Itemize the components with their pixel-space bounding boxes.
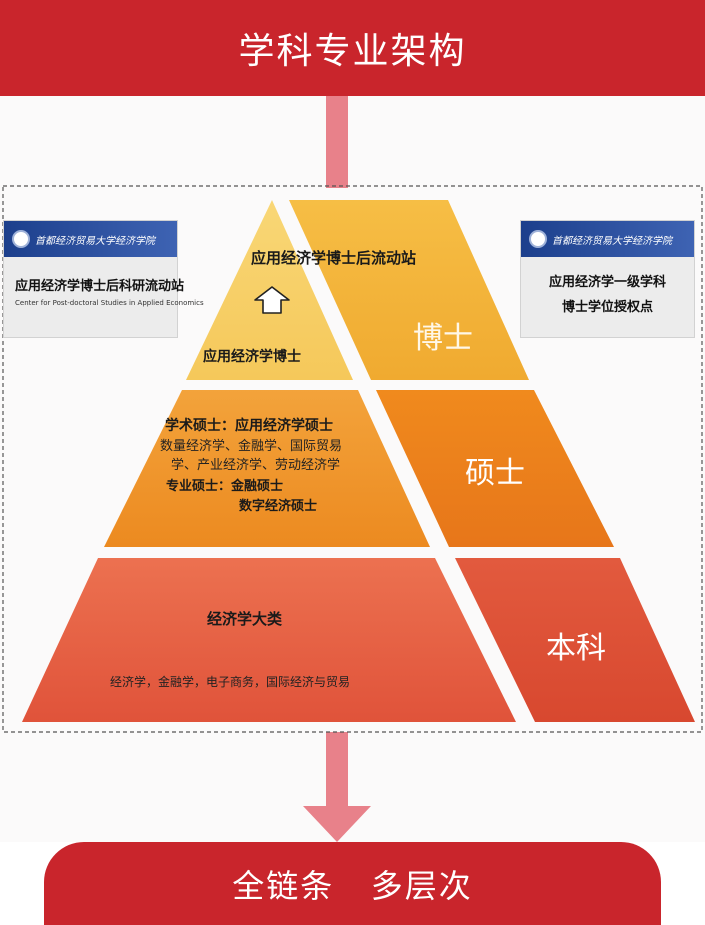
level-label-undergrad: 本科 [546, 631, 606, 666]
top-connector [326, 96, 348, 188]
card-header-text: 首都经济贸易大学经济学院 [35, 235, 155, 247]
digital-economy-master-label: 数字经济硕士 [239, 499, 318, 514]
card-title: 应用经济学博士后科研流动站 [15, 279, 185, 294]
bottom-connector [326, 732, 348, 808]
academic-master-label: 学术硕士：应用经济学硕士 [165, 418, 333, 434]
title-bar: 学科专业架构 [0, 0, 705, 96]
page-title: 学科专业架构 [238, 31, 467, 72]
tier-middle-left [104, 390, 430, 547]
card-subtitle: Center for Post-doctoral Studies in Appl… [15, 299, 204, 307]
tier-top-right [289, 200, 529, 380]
tier-bottom-left [22, 558, 516, 722]
master-majors-line1: 数量经济学、金融学、国际贸易 [160, 439, 343, 454]
level-label-master: 硕士 [465, 456, 525, 491]
level-label-phd: 博士 [413, 321, 473, 356]
master-majors-line2: 学、产业经济学、劳动经济学 [171, 458, 341, 473]
economics-category-label: 经济学大类 [207, 610, 283, 628]
down-arrow-icon [303, 806, 371, 842]
postdoc-station-label: 应用经济学博士后流动站 [251, 249, 417, 267]
tier-bottom-right [455, 558, 695, 722]
card-line-2: 博士学位授权点 [561, 300, 653, 315]
card-header: 首都经济贸易大学经济学院 [4, 221, 177, 257]
tier-middle-right [376, 390, 614, 547]
phd-program-label: 应用经济学博士 [203, 349, 301, 365]
doctoral-authorization-card: 首都经济贸易大学经济学院 应用经济学一级学科 博士学位授权点 [520, 220, 695, 338]
undergrad-majors-label: 经济学，金融学，电子商务，国际经济与贸易 [110, 675, 351, 689]
card-header: 首都经济贸易大学经济学院 [521, 221, 694, 257]
card-line-1: 应用经济学一级学科 [548, 275, 666, 290]
up-arrow-icon [254, 286, 290, 314]
postdoc-station-card: 首都经济贸易大学经济学院 应用经济学博士后科研流动站 Center for Po… [3, 220, 204, 338]
university-logo-icon [12, 230, 30, 248]
footer-banner: 全链条 多层次 [44, 842, 661, 925]
professional-master-label: 专业硕士：金融硕士 [166, 479, 284, 494]
university-logo-icon [529, 230, 547, 248]
card-header-text: 首都经济贸易大学经济学院 [552, 235, 672, 247]
footer-text: 全链条 多层次 [232, 866, 473, 905]
